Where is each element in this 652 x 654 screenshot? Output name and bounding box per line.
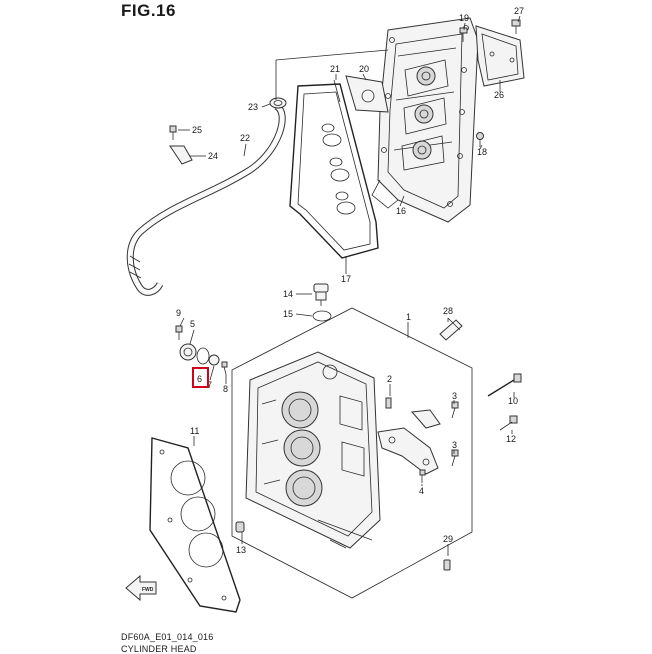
callout-14: 14 — [283, 289, 293, 299]
fwd-arrow-icon: FWD — [125, 574, 157, 602]
bolt-18[interactable] — [476, 132, 484, 148]
callout-5: 5 — [190, 319, 195, 329]
callout-29: 29 — [443, 534, 453, 544]
bolt-25[interactable] — [169, 125, 177, 140]
sensor-28[interactable] — [439, 317, 463, 341]
figure-title: FIG.16 — [121, 1, 176, 20]
bolt-3-upper[interactable] — [451, 401, 459, 419]
callout-17: 17 — [341, 274, 351, 284]
o-ring-15[interactable] — [312, 310, 332, 322]
callout-11: 11 — [190, 426, 199, 436]
callout-12: 12 — [506, 434, 516, 444]
breather-hose[interactable] — [126, 102, 286, 296]
callout-13: 13 — [236, 545, 246, 555]
cylinder-head-gasket[interactable] — [149, 437, 241, 613]
callout-19: 19 — [459, 13, 469, 23]
callout-3-upper: 3 — [452, 391, 457, 401]
fwd-label: FWD — [142, 587, 154, 593]
head-bolt-10[interactable] — [487, 373, 522, 397]
guide-3-upper[interactable] — [410, 409, 441, 429]
callout-1: 1 — [406, 312, 411, 322]
bolt-19[interactable] — [459, 27, 468, 42]
callout-20: 20 — [359, 64, 369, 74]
head-cover-gasket[interactable] — [289, 83, 379, 259]
oil-filler-cap[interactable] — [345, 75, 389, 113]
callout-22: 22 — [240, 133, 250, 143]
callout-26: 26 — [494, 90, 504, 100]
bracket[interactable] — [377, 427, 439, 475]
callout-3-lower: 3 — [452, 440, 457, 450]
callout-18: 18 — [477, 147, 487, 157]
dowel-pin-2[interactable] — [385, 397, 392, 409]
gasket-7[interactable] — [208, 354, 220, 366]
cylinder-head-cover[interactable] — [371, 17, 479, 223]
thermostat-cover-5[interactable] — [179, 343, 197, 361]
drawing-code: DF60A_E01_014_016 — [121, 632, 214, 642]
assembly-outline — [231, 307, 473, 599]
callout-21: 21 — [330, 64, 340, 74]
callout-8: 8 — [223, 384, 228, 394]
cylinder-head[interactable] — [245, 351, 381, 549]
breather-hose-assembly — [126, 97, 287, 296]
bolt-12[interactable] — [499, 415, 518, 431]
hose-clamp-23[interactable] — [269, 97, 287, 109]
callout-23: 23 — [248, 102, 258, 112]
callout-15: 15 — [283, 309, 293, 319]
callout-4: 4 — [419, 486, 424, 496]
thermostat-6[interactable] — [196, 347, 210, 365]
callout-25: 25 — [192, 125, 202, 135]
bolt-8[interactable] — [221, 361, 228, 375]
dowel-pin-29[interactable] — [443, 559, 451, 571]
callout-28: 28 — [443, 306, 453, 316]
cover-group — [289, 17, 525, 259]
callout-27: 27 — [514, 6, 524, 16]
callout-numbers: 1 2 3 3 4 5 7 8 9 10 11 12 13 14 15 16 1… — [176, 6, 524, 555]
callout-7: 7 — [207, 380, 212, 390]
callout-6: 6 — [197, 374, 202, 384]
callout-10: 10 — [508, 396, 518, 406]
figure-caption: CYLINDER HEAD — [121, 644, 197, 654]
callout-24: 24 — [208, 151, 218, 161]
callout-16: 16 — [396, 206, 406, 216]
hose-clip-24[interactable] — [169, 145, 193, 165]
oil-cap-14[interactable] — [313, 283, 329, 306]
bolt-27[interactable] — [511, 19, 521, 34]
bolt-3-lower[interactable] — [451, 449, 459, 467]
breather-cover[interactable] — [475, 25, 525, 87]
bolt-9[interactable] — [175, 325, 183, 340]
dowel-pin-13[interactable] — [235, 521, 245, 533]
cap-gasket[interactable] — [333, 79, 341, 103]
leader-lines — [178, 15, 521, 556]
bolt-4[interactable] — [419, 469, 426, 483]
callout-2: 2 — [387, 374, 392, 384]
callout-6-highlighted[interactable]: 6 — [192, 367, 209, 388]
callout-9: 9 — [176, 308, 181, 318]
